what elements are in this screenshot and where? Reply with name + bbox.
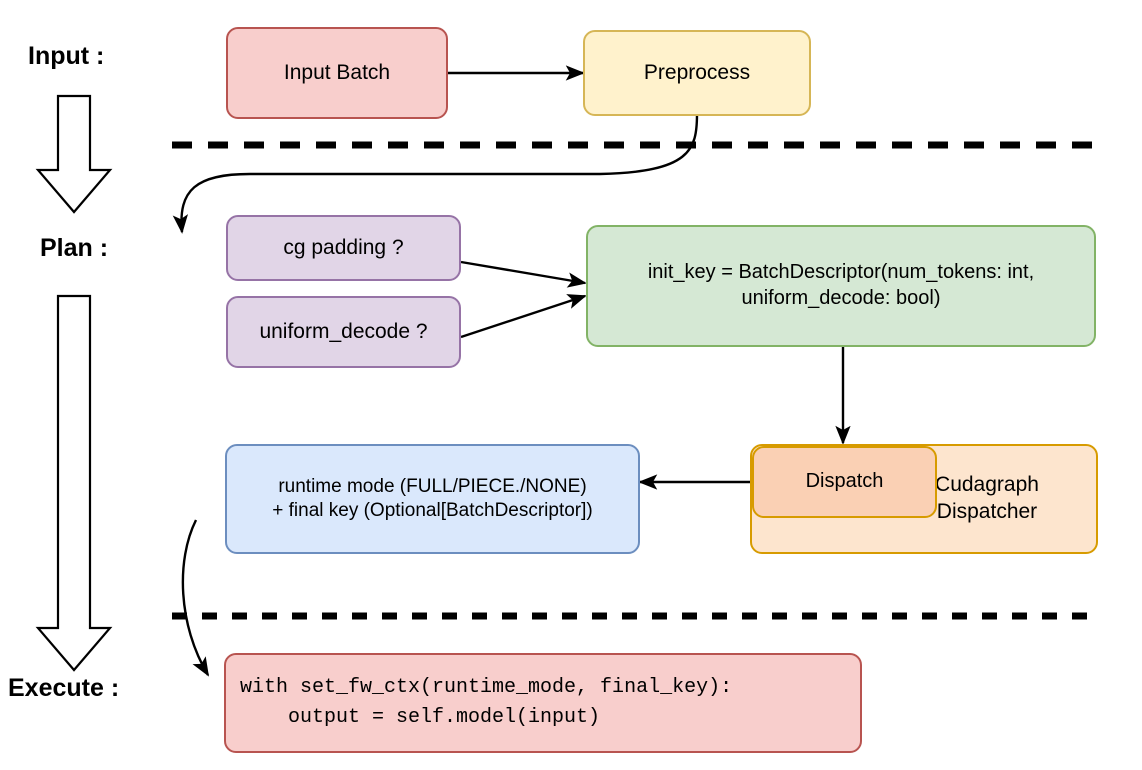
- node-preprocess[interactable]: Preprocess: [583, 30, 811, 116]
- node-input-batch[interactable]: Input Batch: [226, 27, 448, 119]
- node-exec-code[interactable]: with set_fw_ctx(runtime_mode, final_key)…: [224, 653, 862, 753]
- edge-runtime-mode-to-exec-code: [181, 519, 210, 677]
- edge-uniform-decode-to-init-key: [460, 294, 587, 339]
- node-runtime-mode[interactable]: runtime mode (FULL/PIECE./NONE) + final …: [225, 444, 640, 554]
- stage-label-execute: Execute :: [8, 674, 120, 702]
- node-dispatch[interactable]: Dispatch: [752, 446, 937, 518]
- node-cg-padding[interactable]: cg padding ?: [226, 215, 461, 281]
- input-to-plan-block-arrow: [35, 94, 113, 214]
- edge-cg-padding-to-init-key: [460, 260, 587, 288]
- stage-label-plan: Plan :: [40, 234, 109, 262]
- node-init-key[interactable]: init_key = BatchDescriptor(num_tokens: i…: [586, 225, 1096, 347]
- node-uniform-decode[interactable]: uniform_decode ?: [226, 296, 461, 368]
- plan-to-execute-block-arrow: [35, 294, 113, 672]
- stage-label-input: Input :: [28, 42, 105, 70]
- cudagraph-dispatcher-label: Cudagraph Dispatcher: [935, 473, 1039, 523]
